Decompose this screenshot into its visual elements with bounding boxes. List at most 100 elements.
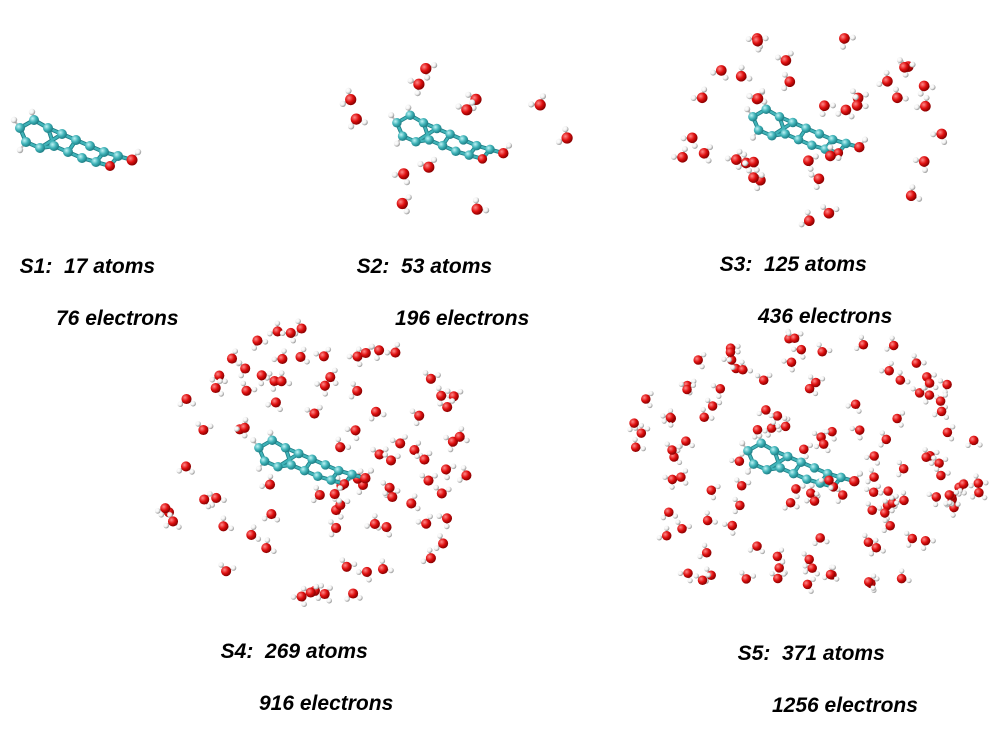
hydrogen-atom (459, 426, 465, 432)
carbon-atom (392, 118, 402, 128)
oxygen-atom (330, 489, 340, 499)
hydrogen-atom (779, 547, 784, 552)
caption-s4: S4: 269 atoms 916 electrons (209, 620, 393, 735)
hydrogen-atom (17, 147, 23, 153)
oxygen-atom (867, 505, 877, 515)
hydrogen-atom (210, 377, 216, 383)
hydrogen-atom (241, 381, 247, 387)
oxygen-atom (423, 476, 433, 486)
carbon-atom (743, 446, 753, 456)
hydrogen-atom (809, 483, 814, 488)
hydrogen-atom (414, 453, 420, 459)
hydrogen-atom (364, 523, 370, 529)
oxygen-atom (882, 435, 892, 445)
hydrogen-atom (864, 455, 869, 460)
carbon-atom (113, 151, 123, 161)
hydrogen-atom (746, 480, 751, 485)
hydrogen-atom (445, 388, 451, 394)
hydrogen-atom (831, 565, 836, 570)
hydrogen-atom (893, 86, 899, 92)
hydrogen-atom (332, 368, 338, 374)
hydrogen-atom (914, 104, 920, 110)
oxygen-atom (687, 132, 698, 143)
oxygen-atom (773, 411, 783, 421)
hydrogen-atom (395, 488, 401, 494)
hydrogen-atom (876, 484, 881, 489)
oxygen-atom (386, 455, 396, 465)
hydrogen-atom (707, 144, 713, 150)
atom-count-s5: S5: 371 atoms (738, 642, 885, 665)
hydrogen-atom (451, 464, 457, 470)
hydrogen-atom (683, 468, 688, 473)
hydrogen-atom (730, 530, 735, 535)
hydrogen-atom (808, 589, 813, 594)
hydrogen-atom (275, 517, 281, 523)
hydrogen-atom (965, 443, 970, 448)
hydrogen-atom (673, 513, 678, 518)
hydrogen-atom (386, 532, 392, 538)
hydrogen-atom (897, 57, 903, 63)
hydrogen-atom (301, 601, 307, 607)
hydrogen-atom (347, 354, 353, 360)
hydrogen-atom (824, 539, 829, 544)
oxygen-atom (883, 486, 893, 496)
hydrogen-atom (802, 563, 807, 568)
hydrogen-atom (350, 381, 356, 387)
hydrogen-atom (231, 565, 237, 571)
atom-count-s1: S1: 17 atoms (20, 255, 155, 278)
oxygen-atom (438, 538, 448, 548)
hydrogen-atom (827, 144, 833, 150)
hydrogen-atom (372, 513, 378, 519)
oxygen-atom (925, 378, 935, 388)
hydrogen-atom (827, 348, 832, 353)
hydrogen-atom (903, 96, 909, 102)
hydrogen-atom (251, 524, 257, 530)
hydrogen-atom (556, 139, 562, 145)
carbon-atom (326, 475, 336, 485)
hydrogen-atom (290, 338, 296, 344)
oxygen-atom (348, 588, 358, 598)
oxygen-atom (442, 402, 452, 412)
hydrogen-atom (814, 184, 820, 190)
hydrogen-atom (732, 497, 737, 502)
oxygen-atom (736, 71, 747, 82)
hydrogen-atom (782, 72, 788, 78)
carbon-atom (748, 112, 758, 122)
hydrogen-atom (755, 47, 761, 53)
hydrogen-atom (863, 92, 869, 98)
oxygen-atom (872, 543, 882, 553)
oxygen-atom (787, 357, 797, 367)
hydrogen-atom (910, 62, 916, 68)
hydrogen-atom (866, 501, 871, 506)
oxygen-atom (398, 168, 409, 179)
hydrogen-atom (697, 554, 702, 559)
hydrogen-atom (436, 385, 442, 391)
oxygen-atom (436, 391, 446, 401)
oxygen-atom (759, 375, 769, 385)
oxygen-atom (662, 531, 672, 541)
hydrogen-atom (277, 407, 283, 413)
hydrogen-atom (748, 368, 753, 373)
hydrogen-atom (950, 512, 955, 517)
oxygen-atom (892, 92, 903, 103)
oxygen-atom (240, 423, 250, 433)
carbon-atom (775, 463, 785, 473)
oxygen-atom (252, 336, 262, 346)
oxygen-atom (352, 386, 362, 396)
carbon-atom (71, 135, 81, 145)
hydrogen-atom (267, 430, 273, 436)
hydrogen-atom (759, 88, 765, 94)
hydrogen-atom (256, 536, 262, 542)
oxygen-atom (855, 425, 865, 435)
atom-count-s2: S2: 53 atoms (357, 255, 492, 278)
hydrogen-atom (322, 391, 328, 397)
hydrogen-atom (362, 119, 368, 125)
hydrogen-atom (931, 455, 936, 460)
hydrogen-atom (701, 87, 707, 93)
hydrogen-atom (864, 487, 869, 492)
hydrogen-atom (804, 498, 809, 503)
hydrogen-atom (252, 387, 258, 393)
hydrogen-atom (434, 545, 440, 551)
oxygen-atom (261, 543, 271, 553)
hydrogen-atom (394, 141, 400, 147)
